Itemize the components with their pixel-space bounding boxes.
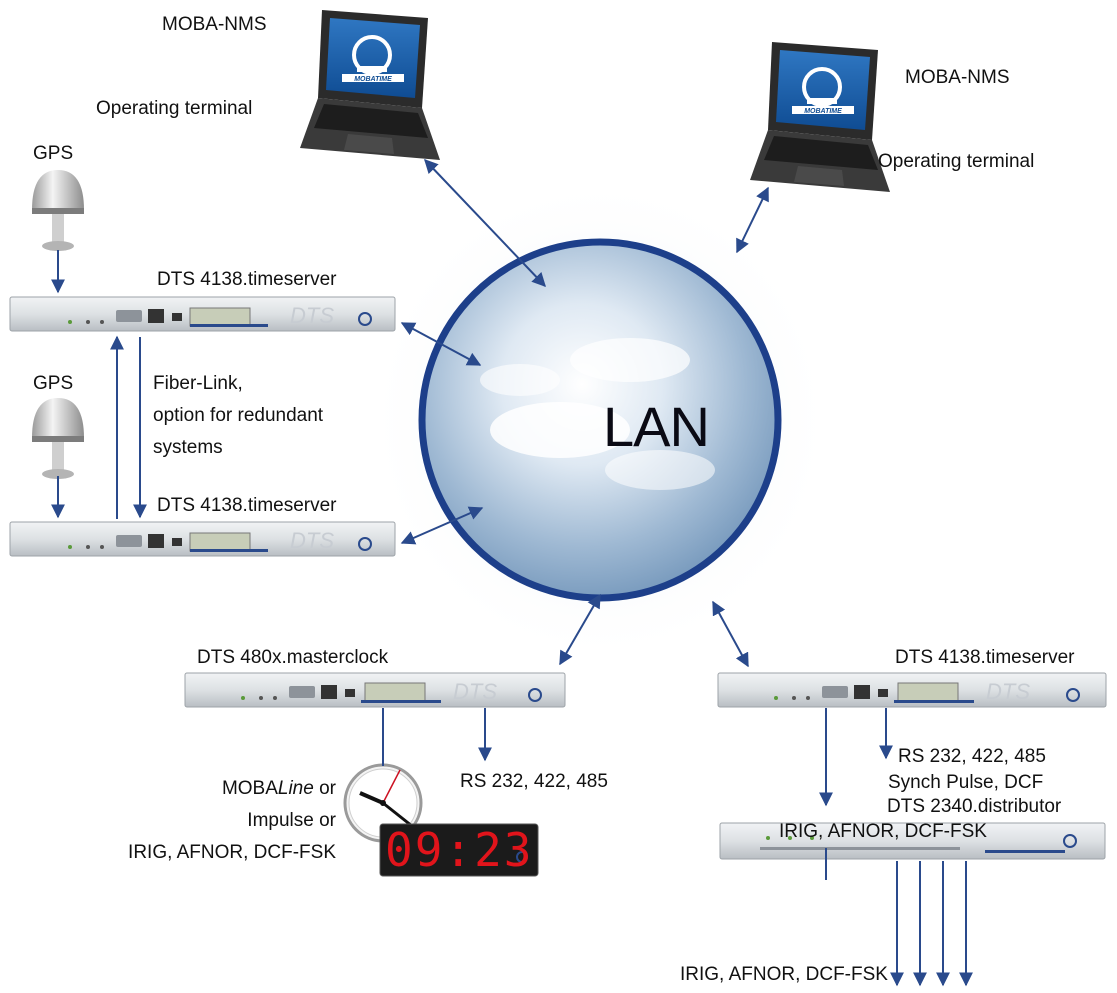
lan-label: LAN [603,395,710,458]
fiber-link-line2: option for redundant [153,405,324,426]
timeserver-2-label: DTS 4138.timeserver [157,495,337,516]
distributor-unit [719,822,1106,860]
timeserver-unit: DTS [717,672,1107,708]
timeserver-unit: DTS [9,296,396,332]
mobatime-logo-text: MOBATIME [804,108,842,115]
digital-clock-display: 09:23 [385,823,534,877]
timeserver-right-serial-line2: Synch Pulse, DCF [888,772,1044,793]
laptop-icon: MOBATIME [300,10,440,160]
rack-brand-text: DTS [453,679,497,704]
laptop-icon: MOBATIME [750,42,890,192]
digital-clock [379,823,539,877]
rack-brand-text: DTS [986,679,1030,704]
masterclock-output-line3: IRIG, AFNOR, DCF-FSK [128,842,336,863]
fiber-link-line1: Fiber-Link, [153,373,243,394]
arrow-tsright-lan [712,600,749,668]
gps-2-label: GPS [33,373,74,394]
gps-antenna-icon [32,398,84,479]
timeserver-1-label: DTS 4138.timeserver [157,269,337,290]
masterclock-output-line1: MOBALine or [221,778,336,799]
masterclock-unit: DTS [184,672,566,708]
masterclock-output-line2: Impulse or [247,810,336,831]
connection-arrows [51,158,973,987]
distributor-label: DTS 2340.distributor [887,796,1062,817]
arrow-ts2-lan [400,506,484,545]
timeserver-right-timecode-output: IRIG, AFNOR, DCF-FSK [779,821,987,842]
lan-cloud [365,175,835,665]
terminal-2-role: Operating terminal [878,151,1035,172]
fiber-link-line3: systems [153,437,223,458]
rack-brand-text: DTS [290,303,334,328]
terminal-1-name: MOBA-NMS [162,14,267,35]
terminal-1-role: Operating terminal [96,98,253,119]
timeserver-unit: DTS [9,521,396,557]
analog-clock-icon [343,763,423,843]
arrow-ts1-lan [400,322,482,366]
rack-brand-text: DTS [290,528,334,553]
arrow-masterclock-lan [559,593,601,666]
timeserver-right-label: DTS 4138.timeserver [895,647,1075,668]
arrow-laptop2-lan [736,186,769,254]
distributor-output-label: IRIG, AFNOR, DCF-FSK [680,964,888,985]
arrow-laptop1-lan [424,158,546,288]
masterclock-label: DTS 480x.masterclock [197,647,389,668]
terminal-2-name: MOBA-NMS [905,67,1010,88]
gps-1-label: GPS [33,143,74,164]
masterclock-serial-output: RS 232, 422, 485 [460,771,608,792]
mobatime-logo-text: MOBATIME [354,76,392,83]
gps-antenna-icon [32,170,84,251]
timeserver-right-serial-line1: RS 232, 422, 485 [898,746,1046,767]
